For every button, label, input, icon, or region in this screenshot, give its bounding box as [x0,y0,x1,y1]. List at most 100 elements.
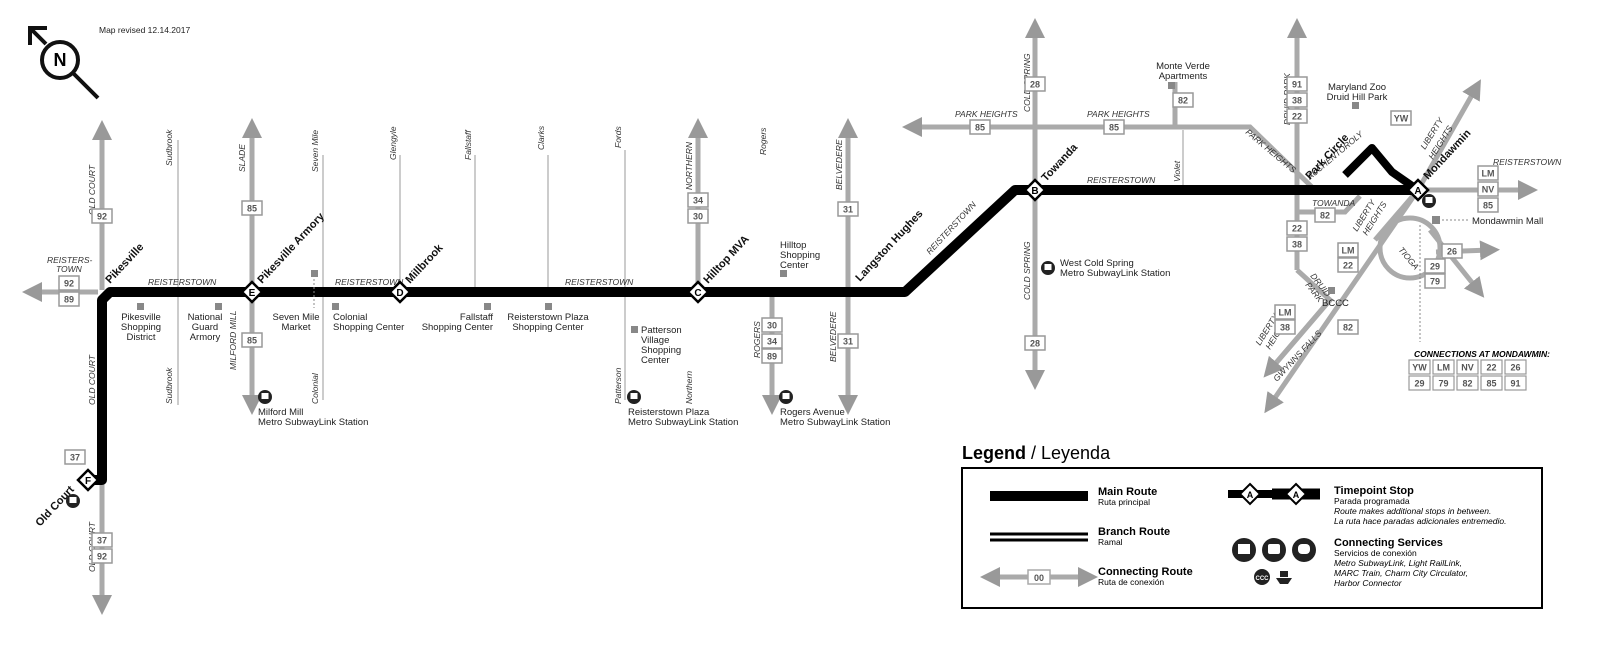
svg-text:NV: NV [1461,363,1474,373]
street-label: REISTERSTOWN [148,277,217,287]
route-badge: LM [1477,165,1499,181]
route-badge: 34 [687,192,709,208]
svg-text:LM: LM [1437,363,1450,373]
street-label: REISTERSTOWN [1493,157,1562,167]
subway-icon [1422,194,1436,208]
svg-text:LM: LM [1279,308,1292,318]
route-badge: 85 [241,200,263,216]
svg-text:30: 30 [767,321,777,331]
svg-text:LM: LM [1482,169,1495,179]
svg-text:D: D [396,288,403,299]
svg-text:34: 34 [767,337,777,347]
svg-text:Route makes additional stops i: Route makes additional stops in between. [1334,506,1491,516]
street-label: TOWANDA [1312,198,1355,208]
svg-text:82: 82 [1462,379,1472,389]
route-badge: 22 [1286,108,1308,124]
subway-icon [66,494,80,508]
street-label: PARK HEIGHTS [1087,109,1150,119]
route-badge: 79 [1424,273,1446,289]
svg-text:29: 29 [1430,262,1440,272]
street-label: Northern [684,371,694,404]
street-label: REISTERSTOWN [1087,175,1156,185]
svg-text:85: 85 [247,204,257,214]
street-label: Patterson [613,367,623,404]
route-badge: 89 [761,348,783,364]
svg-text:85: 85 [1109,123,1119,133]
svg-text:YW: YW [1394,114,1409,124]
light-rail-icon [1262,538,1286,562]
timepoint-f: F [76,468,100,492]
subway-icon [258,390,272,404]
svg-text:37: 37 [97,536,107,546]
street-label: OLD COURT [87,164,97,215]
subway-icon [1041,261,1055,275]
svg-text:26: 26 [1510,363,1520,373]
svg-text:22: 22 [1343,261,1353,271]
route-badge: 38 [1286,92,1308,108]
subway-icon [779,390,793,404]
svg-text:C: C [694,288,701,299]
street-label: TOWN [56,264,83,274]
street-label: SLADE [237,144,247,172]
legend-connecting-route: Connecting Route [1098,566,1193,578]
route-badge: 22 [1337,257,1359,273]
street-label: Glengyle [388,126,398,160]
route-badge: 85 [1103,119,1125,135]
route-badge: 82 [1337,319,1359,335]
connection-badge: 22 [1480,359,1503,375]
legend-main-route: Main Route [1098,486,1157,498]
svg-text:26: 26 [1447,247,1457,257]
connections-title: CONNECTIONS AT MONDAWMIN: [1414,349,1550,359]
street-label: ROGERS [752,321,762,358]
svg-text:Servicios de conexión: Servicios de conexión [1334,548,1417,558]
harbor-connector-icon [1276,571,1292,584]
landmark-label: BCCC [1322,298,1349,309]
street-label: Clarks [536,125,546,150]
timepoint-e: E [240,280,264,304]
subway-stations [66,194,1436,508]
svg-text:B: B [1031,186,1038,197]
timepoint-b: B [1023,178,1047,202]
route-badge: 89 [58,291,80,307]
route-badge: 85 [1477,197,1499,213]
station-name-hilltop-mva: Hilltop MVA [701,233,751,286]
street-label: REISTERSTOWN [335,277,404,287]
svg-text:91: 91 [1292,80,1302,90]
svg-text:MARC Train, Charm City Circula: MARC Train, Charm City Circulator, [1334,568,1468,578]
connection-badge: 91 [1504,375,1527,391]
svg-text:YW: YW [1412,363,1427,373]
svg-text:Ruta de conexión: Ruta de conexión [1098,577,1164,587]
svg-text:Harbor Connector: Harbor Connector [1334,578,1403,588]
legend-samples: 00 A A CCC [980,482,1320,587]
route-badge: 31 [837,201,859,217]
route-badge: 91 [1286,76,1308,92]
street-label: Fallstaff [463,129,473,160]
svg-text:38: 38 [1280,323,1290,333]
street-label: NORTHERN [684,141,694,190]
route-badge: 30 [761,317,783,333]
street-label: Violet [1172,160,1182,182]
subway-icon [1232,538,1256,562]
svg-text:22: 22 [1486,363,1496,373]
street-label: Seven Mile [310,130,320,172]
street-label: TIOGA [1396,245,1421,272]
svg-text:92: 92 [97,212,107,222]
legend-connecting-services: Connecting Services [1334,537,1443,549]
route-badge: 28 [1024,335,1046,351]
svg-text:NV: NV [1482,185,1495,195]
street-label: Fords [613,126,623,148]
svg-text:92: 92 [64,279,74,289]
route-badge: 38 [1274,319,1296,335]
legend-branch-route: Branch Route [1098,526,1170,538]
street-label: BELVEDERE [828,311,838,362]
legend-timepoint-stop: Timepoint Stop [1334,485,1414,497]
